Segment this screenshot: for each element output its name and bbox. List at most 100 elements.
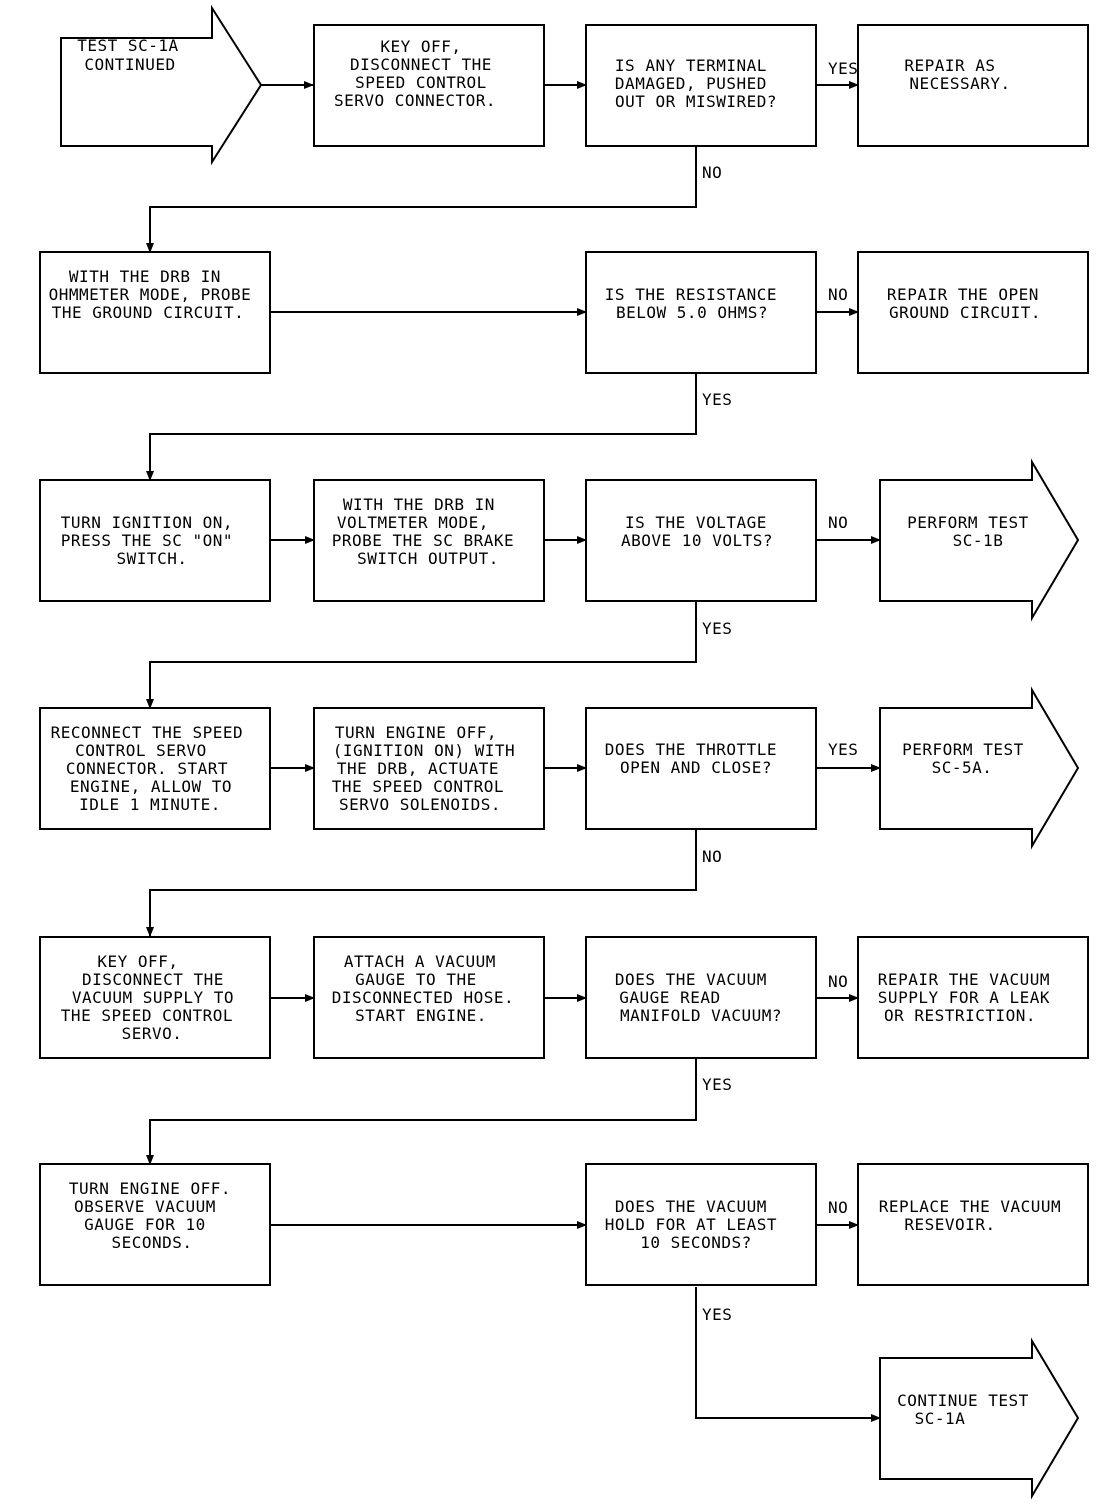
- node-line: WITH THE DRB IN: [343, 495, 495, 514]
- node-start-line: CONTINUED: [84, 55, 175, 74]
- node-line: SC-5A.: [932, 758, 993, 777]
- node-line: VOLTMETER MODE,: [337, 513, 489, 532]
- svg-text:TURN ENGINE OFF. OBSERVE: TURN ENGINE OFF. OBSERVE VACUUM GAUGE FO…: [69, 1179, 241, 1252]
- edge-label-no: NO: [828, 1198, 848, 1217]
- node-line: DISCONNECT THE: [350, 55, 492, 74]
- node-line: DOES THE THROTTLE: [605, 740, 777, 759]
- node-replace-vacuum-reservoir: REPLACE THE VACUUM RESEVOIR.: [857, 1163, 1089, 1286]
- node-line: MANIFOLD VACUUM?: [620, 1006, 782, 1025]
- svg-text:REPAIR AS NECESSARY.: REPAIR AS NECESSARY.: [904, 56, 1010, 93]
- node-line: GAUGE READ: [619, 988, 720, 1007]
- node-line: DOES THE VACUUM: [615, 970, 767, 989]
- connectors: [146, 81, 881, 1422]
- edge-label-no: NO: [702, 163, 722, 182]
- edge-label-no: NO: [828, 513, 848, 532]
- node-question-vacuum-hold: DOES THE VACUUM HOLD FOR AT LEAST 10 SEC…: [585, 1163, 817, 1286]
- node-line: NECESSARY.: [909, 74, 1010, 93]
- node-key-off-disconnect-vacuum: KEY OFF, DISCONNECT THE VACUUM SUPPLY TO…: [39, 936, 271, 1059]
- node-line: GAUGE FOR 10: [84, 1215, 206, 1234]
- node-line: WITH THE DRB IN: [69, 267, 221, 286]
- node-line: ENGINE, ALLOW TO: [70, 777, 232, 796]
- svg-text:REPLACE THE VACUUM RESEV: REPLACE THE VACUUM RESEVOIR.: [879, 1197, 1072, 1234]
- edge-labels: YES NO NO YES NO YES YES NO NO YES NO YE…: [702, 59, 858, 1324]
- node-line: OHMMETER MODE, PROBE: [49, 285, 252, 304]
- edge-label-yes: YES: [702, 1305, 732, 1324]
- node-line: PRESS THE SC "ON": [61, 531, 233, 550]
- node-line: SWITCH OUTPUT.: [357, 549, 499, 568]
- node-line: 10 SECONDS?: [640, 1233, 751, 1252]
- node-line: CONTROL SERVO: [75, 741, 207, 760]
- svg-text:ATTACH A VACUUM GAUGE TO: ATTACH A VACUUM GAUGE TO THE DISCONNECTE…: [332, 952, 525, 1025]
- edge-label-no: NO: [702, 847, 722, 866]
- node-line: IS THE RESISTANCE: [605, 285, 777, 304]
- node-line: HOLD FOR AT LEAST: [605, 1215, 777, 1234]
- svg-text:IS THE RESISTANCE BELOW: IS THE RESISTANCE BELOW 5.0 OHMS?: [605, 285, 787, 322]
- connector-voltage-yes: [146, 602, 697, 709]
- node-reconnect-servo: RECONNECT THE SPEED CONTROL SERVO CONNEC…: [39, 707, 271, 830]
- node-line: OUT OR MISWIRED?: [615, 92, 777, 111]
- node-line: SWITCH.: [117, 549, 188, 568]
- node-line: SC-1B: [953, 531, 1004, 550]
- node-actuate-solenoids: TURN ENGINE OFF, (IGNITION ON) WITH THE …: [313, 707, 545, 830]
- edge-label-yes: YES: [828, 59, 858, 78]
- node-line: PROBE THE SC BRAKE: [332, 531, 514, 550]
- svg-text:DOES THE VACUUM HOLD FOR: DOES THE VACUUM HOLD FOR AT LEAST 10 SEC…: [605, 1197, 787, 1252]
- node-question-throttle: DOES THE THROTTLE OPEN AND CLOSE?: [585, 707, 817, 830]
- connector-vacuum-read-yes: [146, 1059, 697, 1165]
- node-line: THE SPEED CONTROL: [61, 1006, 233, 1025]
- edge-label-no: NO: [828, 285, 848, 304]
- node-start-line: TEST SC-1A: [77, 36, 178, 55]
- node-line: SUPPLY FOR A LEAK: [878, 988, 1050, 1007]
- node-line: KEY OFF,: [380, 37, 461, 56]
- node-line: ABOVE 10 VOLTS?: [621, 531, 773, 550]
- node-line: THE GROUND CIRCUIT.: [52, 303, 245, 322]
- node-line: SERVO.: [122, 1024, 183, 1043]
- node-line: START ENGINE.: [355, 1006, 487, 1025]
- node-line: TURN ENGINE OFF.: [69, 1179, 231, 1198]
- node-line: GAUGE TO THE: [355, 970, 477, 989]
- node-perform-sc-5a: PERFORM TEST SC-5A.: [879, 686, 1080, 850]
- svg-text:IS THE VOLTAGE ABOVE 10: IS THE VOLTAGE ABOVE 10 VOLTS?: [621, 513, 777, 550]
- svg-text:KEY OFF, DISCONNECT THE: KEY OFF, DISCONNECT THE VACUUM SUPPLY TO…: [61, 952, 244, 1043]
- node-turn-ignition-on: TURN IGNITION ON, PRESS THE SC "ON" SWIT…: [39, 479, 271, 602]
- edge-label-yes: YES: [702, 619, 732, 638]
- svg-text:PERFORM TEST SC-1B: PERFORM TEST SC-1B: [907, 513, 1039, 550]
- svg-text:IS ANY TERMINAL DAMAGED,: IS ANY TERMINAL DAMAGED, PUSHED OUT OR M…: [615, 56, 777, 111]
- node-line: SECONDS.: [111, 1233, 192, 1252]
- node-line: RECONNECT THE SPEED: [51, 723, 244, 742]
- node-line: THE SPEED CONTROL: [332, 777, 504, 796]
- connector-terminal-no: [146, 146, 697, 253]
- node-line: OR RESTRICTION.: [884, 1006, 1036, 1025]
- svg-text:KEY OFF, DISCONNECT THE: KEY OFF, DISCONNECT THE SPEED CONTROL SE…: [334, 37, 502, 110]
- node-line: REPAIR THE VACUUM: [878, 970, 1050, 989]
- node-repair-as-necessary: REPAIR AS NECESSARY.: [857, 24, 1089, 147]
- edge-label-yes: YES: [828, 740, 858, 759]
- svg-text:CONTINUE TEST SC-1A: CONTINUE TEST SC-1A: [897, 1391, 1039, 1428]
- svg-text:WITH THE DRB IN OHMMETER: WITH THE DRB IN OHMMETER MODE, PROBE THE…: [49, 267, 262, 322]
- node-line: TURN IGNITION ON,: [61, 513, 233, 532]
- node-line: CONNECTOR. START: [66, 759, 228, 778]
- svg-text:WITH THE DRB IN VOLTMETE: WITH THE DRB IN VOLTMETER MODE, PROBE TH…: [332, 495, 525, 568]
- node-line: OPEN AND CLOSE?: [620, 758, 772, 777]
- node-line: CONTINUE TEST: [897, 1391, 1029, 1410]
- svg-text:REPAIR THE OPEN GROUND C: REPAIR THE OPEN GROUND CIRCUIT.: [887, 285, 1049, 322]
- node-line: DOES THE VACUUM: [615, 1197, 767, 1216]
- node-question-terminal-damaged: IS ANY TERMINAL DAMAGED, PUSHED OUT OR M…: [585, 24, 817, 147]
- node-line: REPLACE THE VACUUM: [879, 1197, 1061, 1216]
- node-line: IDLE 1 MINUTE.: [79, 795, 221, 814]
- svg-text:PERFORM TEST SC-5A.: PERFORM TEST SC-5A.: [902, 740, 1034, 777]
- node-probe-brake-switch: WITH THE DRB IN VOLTMETER MODE, PROBE TH…: [313, 479, 545, 602]
- node-attach-vacuum-gauge: ATTACH A VACUUM GAUGE TO THE DISCONNECTE…: [313, 936, 545, 1059]
- node-repair-vacuum-supply: REPAIR THE VACUUM SUPPLY FOR A LEAK OR R…: [857, 936, 1089, 1059]
- node-line: PERFORM TEST: [907, 513, 1029, 532]
- svg-text:TURN ENGINE OFF, (IGNITI: TURN ENGINE OFF, (IGNITION ON) WITH THE …: [332, 723, 525, 814]
- node-probe-ground-circuit: WITH THE DRB IN OHMMETER MODE, PROBE THE…: [39, 251, 271, 374]
- node-question-resistance: IS THE RESISTANCE BELOW 5.0 OHMS?: [585, 251, 817, 374]
- node-line: KEY OFF,: [97, 952, 178, 971]
- node-line: IS ANY TERMINAL: [615, 56, 767, 75]
- node-line: REPAIR THE OPEN: [887, 285, 1039, 304]
- node-line: BELOW 5.0 OHMS?: [616, 303, 768, 322]
- connector-vacuum-hold-yes: [695, 1287, 881, 1422]
- node-line: (IGNITION ON) WITH: [333, 741, 515, 760]
- node-line: DISCONNECTED HOSE.: [332, 988, 514, 1007]
